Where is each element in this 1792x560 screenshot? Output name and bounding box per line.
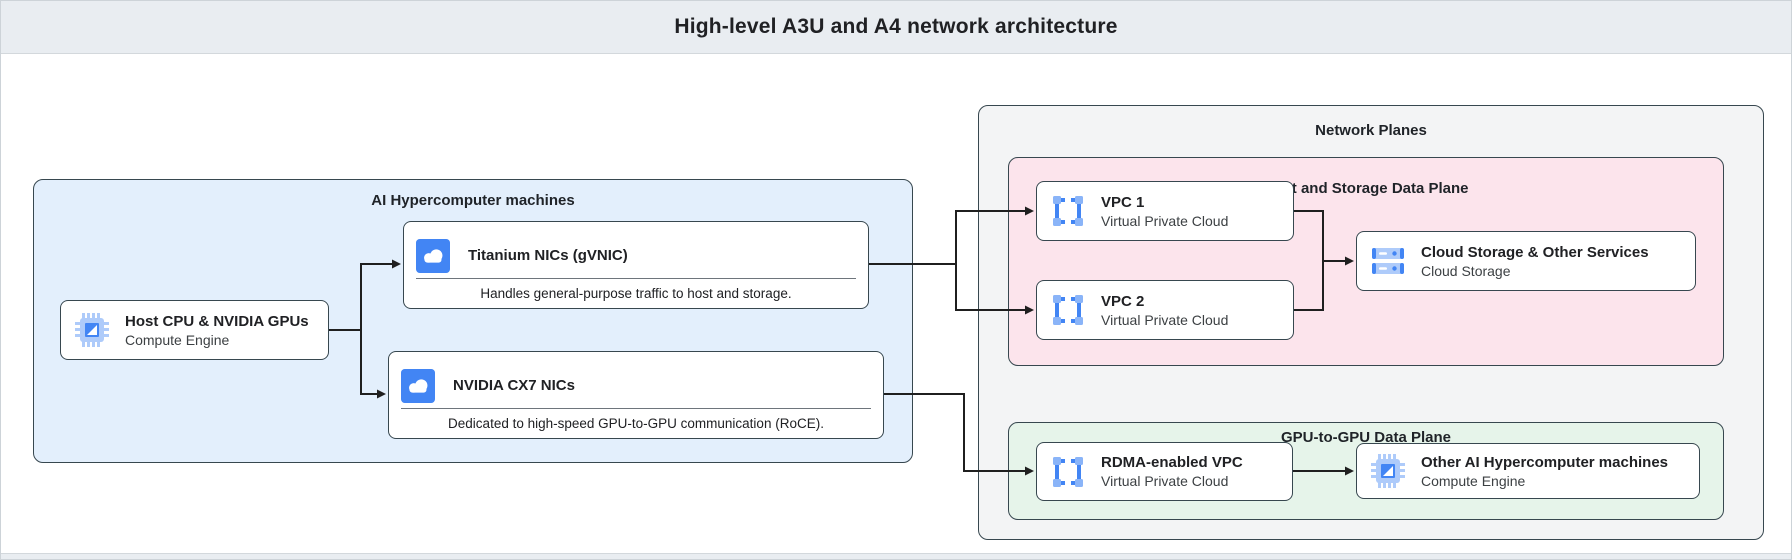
divider [401,408,871,409]
node-header: Titanium NICs (gVNIC) [404,222,868,278]
node-subtitle: Compute Engine [125,331,230,348]
node-caption: Dedicated to high-speed GPU-to-GPU commu… [448,416,824,431]
title-bar: High-level A3U and A4 network architectu… [1,1,1791,54]
container-label-host-storage-plane: Host and Storage Data Plane [1263,180,1469,197]
compute-engine-icon [1370,453,1406,489]
node-header: NVIDIA CX7 NICs [389,352,883,408]
node-title: VPC 2 [1101,292,1145,310]
node-text: VPC 2 Virtual Private Cloud [1101,292,1228,329]
node-title: Other AI Hypercomputer machines [1421,453,1669,471]
node-title: Cloud Storage & Other Services [1421,243,1649,261]
vpc-icon [1050,292,1086,328]
node-subtitle: Compute Engine [1421,472,1526,489]
node-host-cpu: Host CPU & NVIDIA GPUs Compute Engine [60,300,329,360]
vpc-icon [1050,454,1086,490]
node-title: Titanium NICs (gVNIC) [468,247,628,264]
node-titanium-nics: Titanium NICs (gVNIC) Handles general-pu… [403,221,869,309]
node-title: NVIDIA CX7 NICs [453,377,575,394]
node-subtitle: Virtual Private Cloud [1101,212,1229,229]
node-text: Host CPU & NVIDIA GPUs Compute Engine [125,312,309,349]
cloud-nic-icon [401,368,435,403]
node-caption: Handles general-purpose traffic to host … [480,286,792,301]
node-cloud-storage: Cloud Storage & Other Services Cloud Sto… [1356,231,1696,291]
container-label-gpu-plane: GPU-to-GPU Data Plane [1280,429,1452,446]
node-other-machines: Other AI Hypercomputer machines Compute … [1356,443,1700,499]
node-title: RDMA-enabled VPC [1101,454,1243,471]
bottom-edge [1,553,1791,559]
node-text: VPC 1 Virtual Private Cloud [1101,193,1228,230]
page-title: High-level A3U and A4 network architectu… [674,15,1118,38]
node-subtitle: Virtual Private Cloud [1101,311,1229,328]
compute-engine-icon [74,312,110,348]
cloud-storage-icon [1370,243,1406,279]
cloud-nic-icon [416,238,450,273]
container-label-ai-hypercomputer: AI Hypercomputer machines [371,192,575,209]
node-title: Host CPU & NVIDIA GPUs [125,312,309,330]
node-vpc-1: VPC 1 Virtual Private Cloud [1036,181,1294,241]
node-text: RDMA-enabled VPC Virtual Private Cloud [1101,453,1243,490]
node-title: VPC 1 [1101,193,1145,211]
node-nvidia-cx7-nics: NVIDIA CX7 NICs Dedicated to high-speed … [388,351,884,439]
node-subtitle: Cloud Storage [1421,262,1511,279]
node-text: Cloud Storage & Other Services Cloud Sto… [1421,243,1649,280]
node-text: Other AI Hypercomputer machines Compute … [1421,453,1668,490]
divider [416,278,856,279]
vpc-icon [1050,193,1086,229]
node-rdma-vpc: RDMA-enabled VPC Virtual Private Cloud [1036,442,1293,501]
container-label-network-planes: Network Planes [1315,122,1427,139]
node-subtitle: Virtual Private Cloud [1101,473,1229,489]
node-vpc-2: VPC 2 Virtual Private Cloud [1036,280,1294,340]
